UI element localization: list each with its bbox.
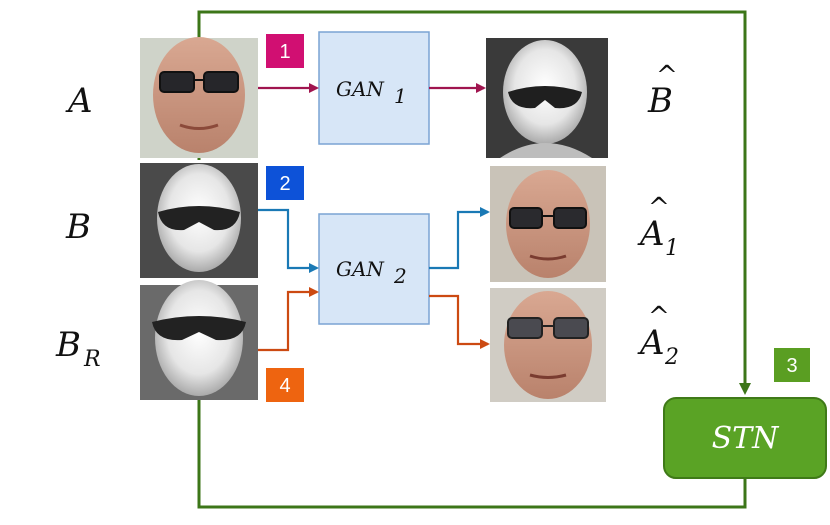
gan1-box: GAN 1 [318,31,430,145]
arrow-B-to-gan2 [258,208,319,273]
svg-text:A: A [637,214,665,254]
output-image-A2-hat [490,288,606,402]
svg-text:GAN: GAN [336,257,385,281]
label-A1-hat: A ^ 1 [637,193,679,261]
svg-text:2: 2 [393,264,407,288]
svg-text:^: ^ [648,193,670,223]
arrow-gan2-to-A1-hat [429,207,490,270]
svg-text:A: A [637,323,665,363]
label-B-R: B R [55,325,101,372]
svg-text:^: ^ [656,61,678,91]
svg-text:^: ^ [648,302,670,332]
svg-text:GAN: GAN [336,77,385,101]
svg-text:B: B [647,81,673,121]
svg-text:2: 2 [664,345,679,370]
step-badge-1: 1 [266,34,304,68]
input-image-B-R [140,280,258,400]
stn-box: STN [663,397,827,479]
svg-text:2: 2 [279,173,290,195]
arrow-gan2-to-A2-hat [429,294,490,349]
label-B: B [65,207,91,247]
svg-text:STN: STN [712,421,781,456]
step-badge-2: 2 [266,166,304,200]
output-image-B-hat [486,38,608,158]
svg-text:1: 1 [394,84,407,108]
label-A2-hat: A ^ 2 [637,302,679,370]
feedback-return-line [197,400,747,509]
gan2-box: GAN 2 [318,213,430,325]
svg-text:1: 1 [279,41,290,63]
label-B-hat: B ^ [647,61,678,121]
step-badge-4: 4 [266,368,304,402]
svg-text:3: 3 [786,355,797,377]
svg-text:1: 1 [665,236,679,261]
arrow-BR-to-gan2 [258,287,319,352]
step-badge-3: 3 [774,348,810,382]
svg-text:R: R [83,347,101,372]
svg-text:4: 4 [279,375,290,397]
input-image-A [140,37,258,158]
label-A: A [65,81,93,121]
input-image-B [140,163,258,278]
output-image-A1-hat [490,166,606,282]
svg-text:B: B [55,325,81,365]
